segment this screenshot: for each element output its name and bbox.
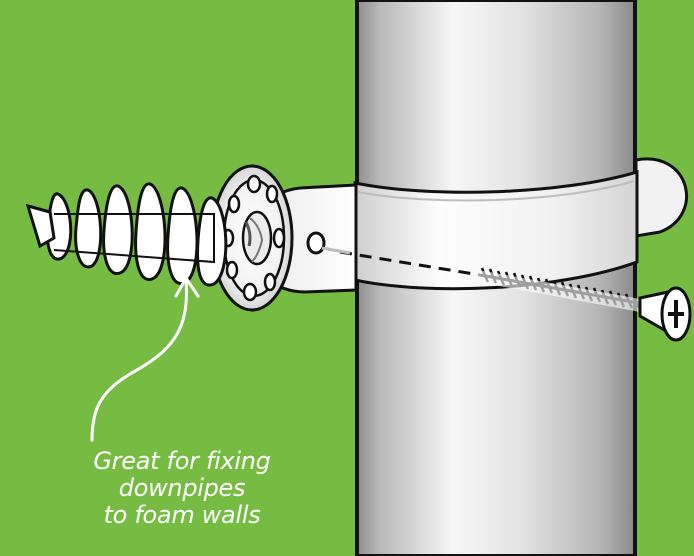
- washer-hole: [227, 262, 237, 278]
- caption-line-2: downpipes: [62, 475, 302, 502]
- clip-tab-hole: [308, 233, 324, 253]
- washer-hole: [248, 176, 260, 192]
- washer-hole: [274, 229, 284, 247]
- caption: Great for fixing downpipes to foam walls: [62, 448, 302, 529]
- washer-hole: [244, 284, 256, 300]
- caption-line-1: Great for fixing: [62, 448, 302, 475]
- washer-hole: [267, 186, 277, 202]
- caption-line-3: to foam walls: [62, 502, 302, 529]
- plug-auger-thread: [168, 188, 197, 284]
- plug-auger-thread: [104, 186, 133, 274]
- plug-auger-thread: [76, 190, 101, 267]
- plug-auger-thread: [198, 198, 226, 285]
- plug-auger-tip: [28, 206, 54, 246]
- pointer-arrow: [92, 280, 187, 440]
- plug-auger-thread: [136, 184, 165, 280]
- foam-wall-plug: [28, 166, 292, 310]
- clip-back-lobe: [636, 159, 687, 236]
- washer-hole: [265, 274, 275, 290]
- washer-hole: [229, 196, 239, 212]
